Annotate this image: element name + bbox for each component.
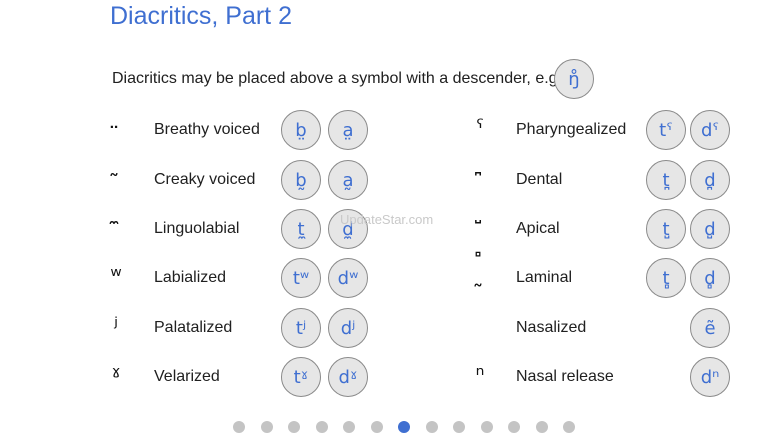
right-example-3-0[interactable]: t̻ [646,258,686,298]
left-label-0: Breathy voiced [154,121,260,138]
pagination-dot-7[interactable] [425,421,438,433]
left-diacritic-3: ʷ [110,264,122,289]
left-example-3-0[interactable]: tʷ [281,258,321,298]
left-label-5: Velarized [154,368,220,385]
left-diacritic-4: ʲ [114,314,118,339]
pagination-dot-6[interactable] [398,421,410,433]
right-label-0: Pharyngealized [516,121,627,138]
right-diacritic-1: ̪ [476,152,484,177]
left-example-4-0[interactable]: tʲ [281,308,321,348]
right-example-0-1[interactable]: dˤ [690,110,730,150]
left-example-4-1[interactable]: dʲ [328,308,368,348]
pagination-dot-0[interactable] [233,421,245,433]
right-label-2: Apical [516,220,560,237]
left-example-5-0[interactable]: tˠ [281,357,321,397]
right-label-3: Laminal [516,269,573,286]
pagination-dot-2[interactable] [288,421,300,433]
right-example-4-0[interactable]: ẽ [690,308,730,348]
pagination-dot-4[interactable] [343,421,355,433]
subtitle: Diacritics may be placed above a symbol … [112,70,563,87]
left-example-1-1[interactable]: a̰ [328,160,368,200]
left-example-5-1[interactable]: dˠ [328,357,368,397]
right-diacritic-5: ⁿ [475,363,485,388]
left-label-3: Labialized [154,269,227,286]
right-label-1: Dental [516,171,563,188]
left-example-2-0[interactable]: t̼ [281,209,321,249]
pagination-dot-12[interactable] [563,421,575,433]
pagination-dot-3[interactable] [315,421,328,433]
right-diacritic-3: ̻ [476,232,484,257]
left-example-0-1[interactable]: a̤ [328,110,368,150]
watermark: UpdateStar.com [340,212,434,227]
pagination-dot-11[interactable] [535,421,548,433]
pagination-dots [233,421,575,433]
right-diacritic-4: ̃ [476,282,484,307]
right-label-5: Nasal release [516,368,614,385]
page-title: Diacritics, Part 2 [110,2,292,30]
pagination-dot-1[interactable] [260,421,273,433]
left-diacritic-2: ̼ [112,200,120,225]
right-example-0-0[interactable]: tˤ [646,110,686,150]
right-example-5-0[interactable]: dⁿ [690,357,730,397]
right-example-2-1[interactable]: d̺ [690,209,730,249]
right-example-2-0[interactable]: t̺ [646,209,686,249]
right-diacritic-2: ̺ [476,200,484,225]
right-label-4: Nasalized [516,319,587,336]
left-diacritic-0: ̤ [112,105,120,130]
left-example-3-1[interactable]: dʷ [328,258,368,298]
right-example-1-0[interactable]: t̪ [646,160,686,200]
left-label-2: Linguolabial [154,220,240,237]
left-example-1-0[interactable]: b̰ [281,160,321,200]
pagination-dot-8[interactable] [453,421,465,433]
right-example-1-1[interactable]: d̪ [690,160,730,200]
left-example-0-0[interactable]: b̤ [281,110,321,150]
example-sound-button[interactable]: ŋ̊ [554,59,594,99]
pagination-dot-5[interactable] [370,421,383,433]
pagination-dot-10[interactable] [508,421,520,433]
left-diacritic-5: ˠ [111,363,121,388]
left-diacritic-1: ̰ [112,152,120,177]
left-example-2-1[interactable]: d̼ [328,209,368,249]
left-label-4: Palatalized [154,319,233,336]
pagination-dot-9[interactable] [480,421,493,433]
left-label-1: Creaky voiced [154,171,256,188]
right-diacritic-0: ˤ [475,116,485,141]
right-example-3-1[interactable]: d̻ [690,258,730,298]
